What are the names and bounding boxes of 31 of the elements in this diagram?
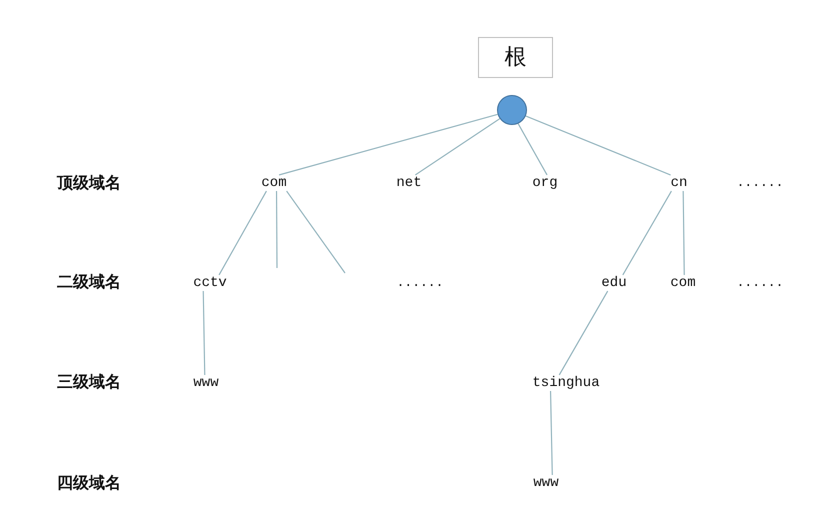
domain-name: com	[670, 274, 696, 292]
ellipsis-text: ......	[736, 276, 784, 290]
connector-line	[286, 190, 346, 274]
level-label: 三级域名	[57, 372, 121, 392]
connector-line	[518, 123, 548, 176]
domain-name: net	[396, 174, 422, 192]
connector-line	[558, 290, 608, 376]
domain-name: www	[533, 474, 559, 492]
circle-node	[496, 94, 528, 126]
domain-name: cn	[670, 174, 688, 192]
domain-name: www	[193, 374, 219, 392]
domain-name: com	[261, 174, 287, 192]
connector-line	[278, 114, 498, 176]
connector-line	[276, 191, 278, 268]
domain-name: cctv	[193, 274, 227, 292]
domain-name: edu	[601, 274, 627, 292]
level-label: 二级域名	[57, 272, 121, 292]
root-box: 根	[478, 37, 553, 78]
level-label: 四级域名	[57, 474, 121, 492]
connector-line	[622, 190, 672, 276]
connector-line	[202, 291, 206, 375]
domain-name: tsinghua	[532, 374, 600, 392]
level-label: 顶级域名	[57, 174, 121, 192]
connector-line	[682, 191, 685, 275]
ellipsis-text: ......	[396, 276, 444, 290]
connector-line	[415, 118, 500, 176]
domain-name: org	[532, 174, 558, 192]
connector-line	[218, 190, 267, 276]
ellipsis-text: ......	[736, 176, 784, 190]
connector-line	[550, 391, 553, 475]
connector-line	[526, 116, 671, 176]
